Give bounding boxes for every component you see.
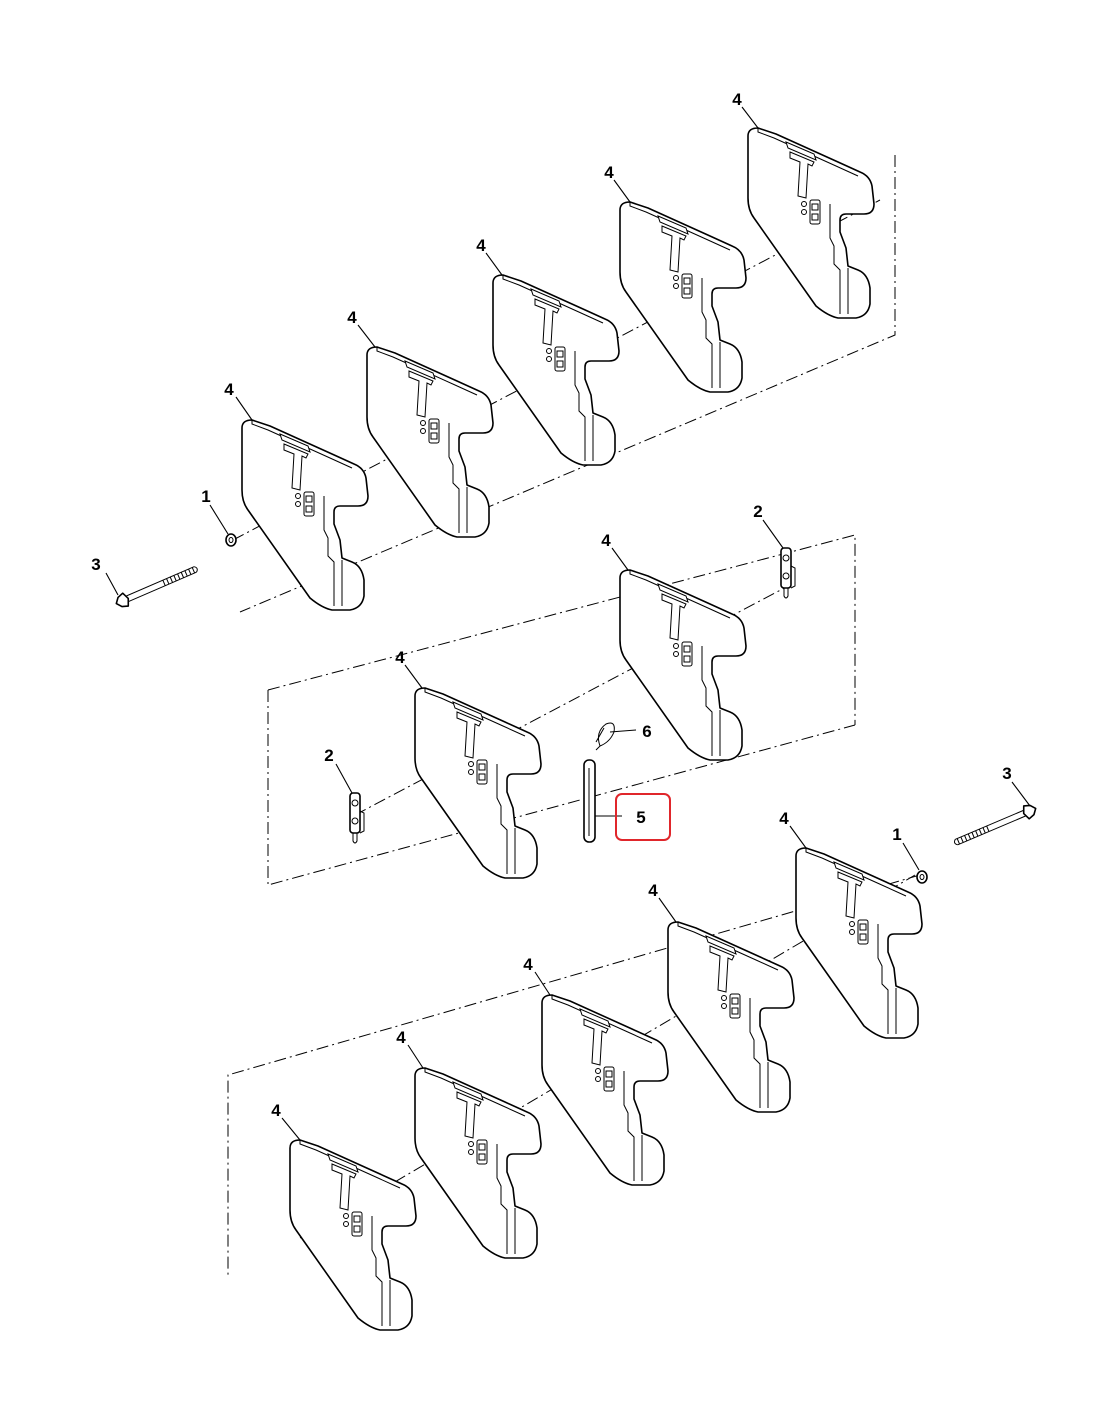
weight-plate	[241, 419, 369, 611]
callout-weight: 4	[271, 1101, 281, 1120]
weight-plate	[619, 569, 747, 761]
callout-weight: 4	[347, 308, 357, 327]
highlight-box	[615, 793, 671, 841]
callout-weight: 4	[395, 648, 405, 667]
callout-weight: 4	[601, 531, 611, 550]
callout-weight: 4	[523, 955, 533, 974]
callout-pin: 5	[636, 808, 645, 827]
middle-weight-pair	[414, 569, 747, 879]
top-weight-stack	[241, 127, 875, 611]
callout-weight: 4	[396, 1028, 406, 1047]
weight-plate	[289, 1139, 417, 1331]
hair-pin-clip	[595, 722, 615, 751]
callout-bracket-left: 2	[324, 746, 333, 765]
weight-plate	[541, 994, 669, 1186]
bottom-weight-stack	[289, 847, 923, 1331]
weight-plate	[795, 847, 923, 1039]
callout-bolt-bottom: 3	[1002, 764, 1011, 783]
bracket-right	[780, 547, 796, 599]
bolt-bottom	[951, 801, 1040, 851]
weight-plate	[414, 1067, 542, 1259]
callout-washer-top: 1	[201, 487, 210, 506]
callout-weight: 4	[224, 380, 234, 399]
callout-weight: 4	[732, 90, 742, 109]
bolt-top	[112, 561, 201, 611]
weight-plate	[747, 127, 875, 319]
bracket-left	[349, 792, 365, 844]
pin-part	[583, 759, 596, 843]
weight-plate	[619, 201, 747, 393]
washer-top	[225, 533, 237, 547]
callout-bracket-right: 2	[753, 502, 762, 521]
weight-plate	[667, 921, 795, 1113]
callout-washer-bottom: 1	[892, 825, 901, 844]
callout-labels: 4 4 4 4 4 4 4 4 4 4 4 4 1 3 1 3 2 2 6 5	[91, 90, 1011, 1120]
callout-bolt-top: 3	[91, 555, 100, 574]
callout-weight: 4	[604, 163, 614, 182]
weight-plate	[492, 274, 620, 466]
callout-clip: 6	[642, 722, 651, 741]
weight-plate	[414, 687, 542, 879]
callout-weight: 4	[476, 236, 486, 255]
callout-weight: 4	[779, 809, 789, 828]
weight-plate	[366, 346, 494, 538]
washer-bottom	[916, 870, 928, 884]
leader-lines	[105, 106, 1031, 1141]
callout-weight: 4	[648, 881, 658, 900]
